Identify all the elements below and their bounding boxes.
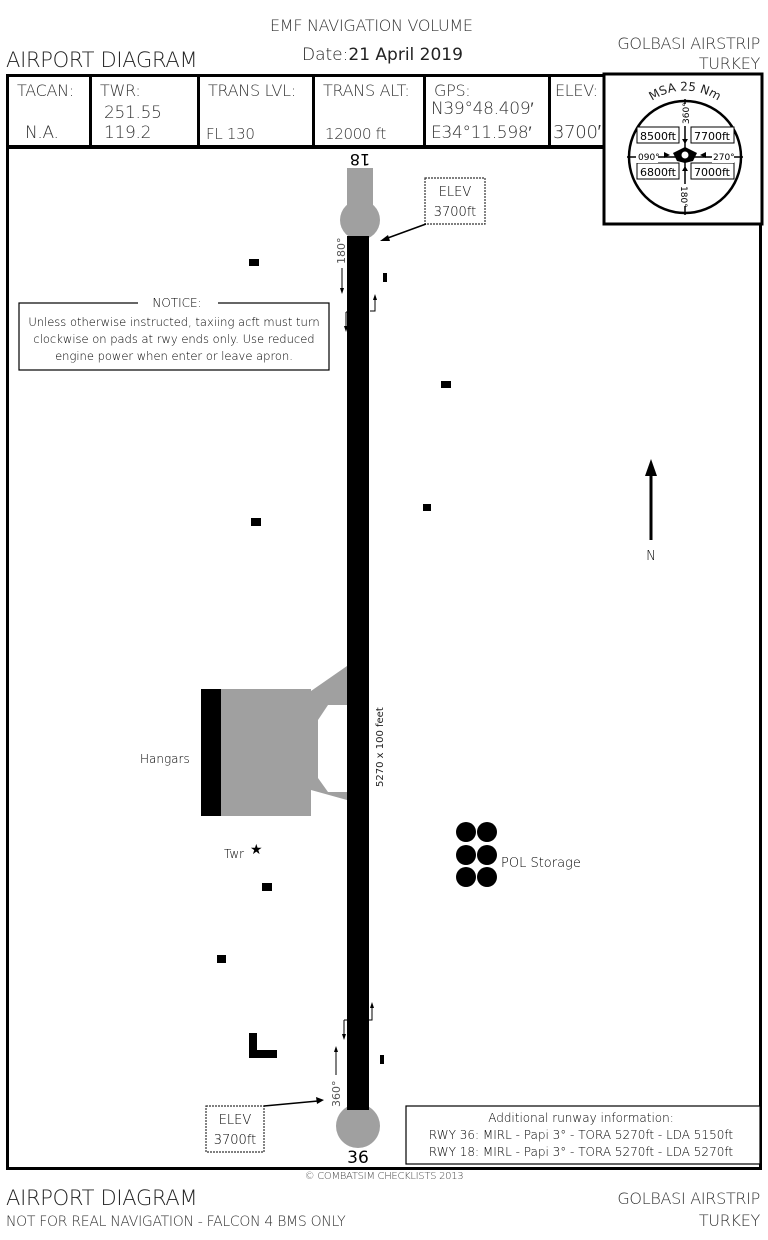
footer-disclaimer: NOT FOR REAL NAVIGATION - FALCON 4 BMS O… xyxy=(6,1214,346,1230)
msa-sector-sw: 6800ft xyxy=(640,166,677,179)
elev-value: 3700′ xyxy=(553,122,601,143)
info-bar: TACAN: N.A. TWR: 251.55 119.2 TRANS LVL:… xyxy=(6,74,762,148)
elev-callout-south: ELEV 3700ft xyxy=(205,1097,324,1153)
volume-title: EMF NAVIGATION VOLUME xyxy=(270,16,473,35)
runway-info-36: RWY 36: MIRL - Papi 3° - TORA 5270ft - L… xyxy=(429,1128,733,1142)
runway-end-18: 18 xyxy=(350,150,370,169)
footer-airport-name: GOLBASI AIRSTRIP xyxy=(617,1189,760,1208)
building xyxy=(251,518,261,526)
airport-name: GOLBASI AIRSTRIP xyxy=(617,34,760,53)
msa-sector-se: 7000ft xyxy=(694,166,731,179)
msa-bearing-s: 180° xyxy=(678,186,688,208)
runway-info-18: RWY 18: MIRL - Papi 3° - TORA 5270ft - L… xyxy=(429,1145,733,1159)
tacan-cell: TACAN: N.A. xyxy=(9,77,92,145)
msa-box: MSA 25 Nm 8500ft 7700ft 6800ft 7000ft 36… xyxy=(602,72,764,226)
runway-info-box: Additional runway information: RWY 36: M… xyxy=(405,1105,761,1165)
tower-star-icon: ★ xyxy=(250,842,263,858)
msa-bearing-n: 360° xyxy=(682,102,692,124)
runway-dimensions: 5270 x 100 feet xyxy=(375,707,386,787)
chart-date: Date:21 April 2019 xyxy=(302,45,463,65)
north-label: N xyxy=(646,549,656,564)
twr-vhf: 119.2 xyxy=(104,123,152,143)
trans-lvl-label: TRANS LVL: xyxy=(208,81,296,100)
elev-north-line2: 3700ft xyxy=(434,205,477,220)
msa-bearing-w: 090° xyxy=(638,153,660,163)
apron xyxy=(201,666,347,816)
twr-label: TWR: xyxy=(100,81,141,100)
pol-storage-label: POL Storage xyxy=(501,856,581,871)
runway-18-36 xyxy=(347,236,369,1110)
page-title: AIRPORT DIAGRAM xyxy=(6,48,198,72)
building xyxy=(441,381,451,388)
building xyxy=(380,1055,384,1064)
elev-north-line1: ELEV xyxy=(439,185,472,200)
gps-cell: GPS: N39°48.409′ E34°11.598′ xyxy=(426,77,551,145)
msa-bearing-e: 270° xyxy=(713,153,735,163)
msa-sector-ne: 7700ft xyxy=(694,130,731,143)
heading-180: 180° xyxy=(335,238,348,265)
building xyxy=(249,259,259,266)
airport-country: TURKEY xyxy=(698,54,760,73)
date-label: Date: xyxy=(302,45,349,65)
runway-group xyxy=(336,168,380,1148)
tacan-label: TACAN: xyxy=(17,81,74,100)
heading-360: 360° xyxy=(330,1081,343,1108)
trans-alt-cell: TRANS ALT: 12000 ft xyxy=(315,77,426,145)
north-arrow-icon xyxy=(645,459,657,540)
apron-area xyxy=(220,666,347,816)
pol-tanks xyxy=(456,822,497,887)
trans-lvl-value: FL 130 xyxy=(206,125,255,143)
airport-header: GOLBASI AIRSTRIP TURKEY xyxy=(617,34,760,74)
building xyxy=(383,273,387,282)
trans-alt-value: 12000 ft xyxy=(325,125,386,143)
hangars-label: Hangars xyxy=(140,752,190,766)
elev-south-line2: 3700ft xyxy=(214,1133,257,1148)
notice-title: NOTICE: xyxy=(152,296,201,310)
footer-title: AIRPORT DIAGRAM xyxy=(6,1186,198,1210)
gps-lat: N39°48.409′ xyxy=(431,99,534,119)
l-shaped-building xyxy=(249,1033,277,1058)
building xyxy=(217,955,226,963)
gps-lon: E34°11.598′ xyxy=(431,123,532,143)
copyright: © COMBATSIM CHECKLISTS 2013 xyxy=(304,1171,464,1182)
south-turn-pad xyxy=(336,1104,380,1148)
buildings xyxy=(217,259,451,1064)
elev-south-line1: ELEV xyxy=(219,1113,252,1128)
notice-line-2: clockwise on pads at rwy ends only. Use … xyxy=(33,332,314,346)
runway-info-title: Additional runway information: xyxy=(488,1111,674,1125)
footer-airport: GOLBASI AIRSTRIP TURKEY xyxy=(617,1188,760,1232)
twr-uhf: 251.55 xyxy=(104,103,162,123)
twr-cell: TWR: 251.55 119.2 xyxy=(92,77,200,145)
runway-end-36: 36 xyxy=(347,1148,369,1168)
diagram-frame xyxy=(6,146,762,1170)
building xyxy=(262,883,272,891)
footer-country: TURKEY xyxy=(698,1211,760,1230)
trans-alt-label: TRANS ALT: xyxy=(323,81,410,100)
notice-line-3: engine power when enter or leave apron. xyxy=(55,349,293,363)
tacan-value: N.A. xyxy=(25,123,59,143)
notice-line-1: Unless otherwise instructed, taxiing acf… xyxy=(28,315,319,329)
trans-lvl-cell: TRANS LVL: FL 130 xyxy=(200,77,315,145)
elev-callout-north: ELEV 3700ft xyxy=(380,177,486,241)
elev-label: ELEV: xyxy=(555,81,598,100)
building xyxy=(423,504,431,511)
gps-label: GPS: xyxy=(434,81,471,100)
date-value: 21 April 2019 xyxy=(348,45,463,65)
notice-box: NOTICE: Unless otherwise instructed, tax… xyxy=(18,296,330,371)
hangar-block xyxy=(201,689,221,816)
msa-sector-nw: 8500ft xyxy=(640,130,677,143)
tower-label: Twr xyxy=(224,847,244,861)
north-turn-pad xyxy=(340,200,380,240)
